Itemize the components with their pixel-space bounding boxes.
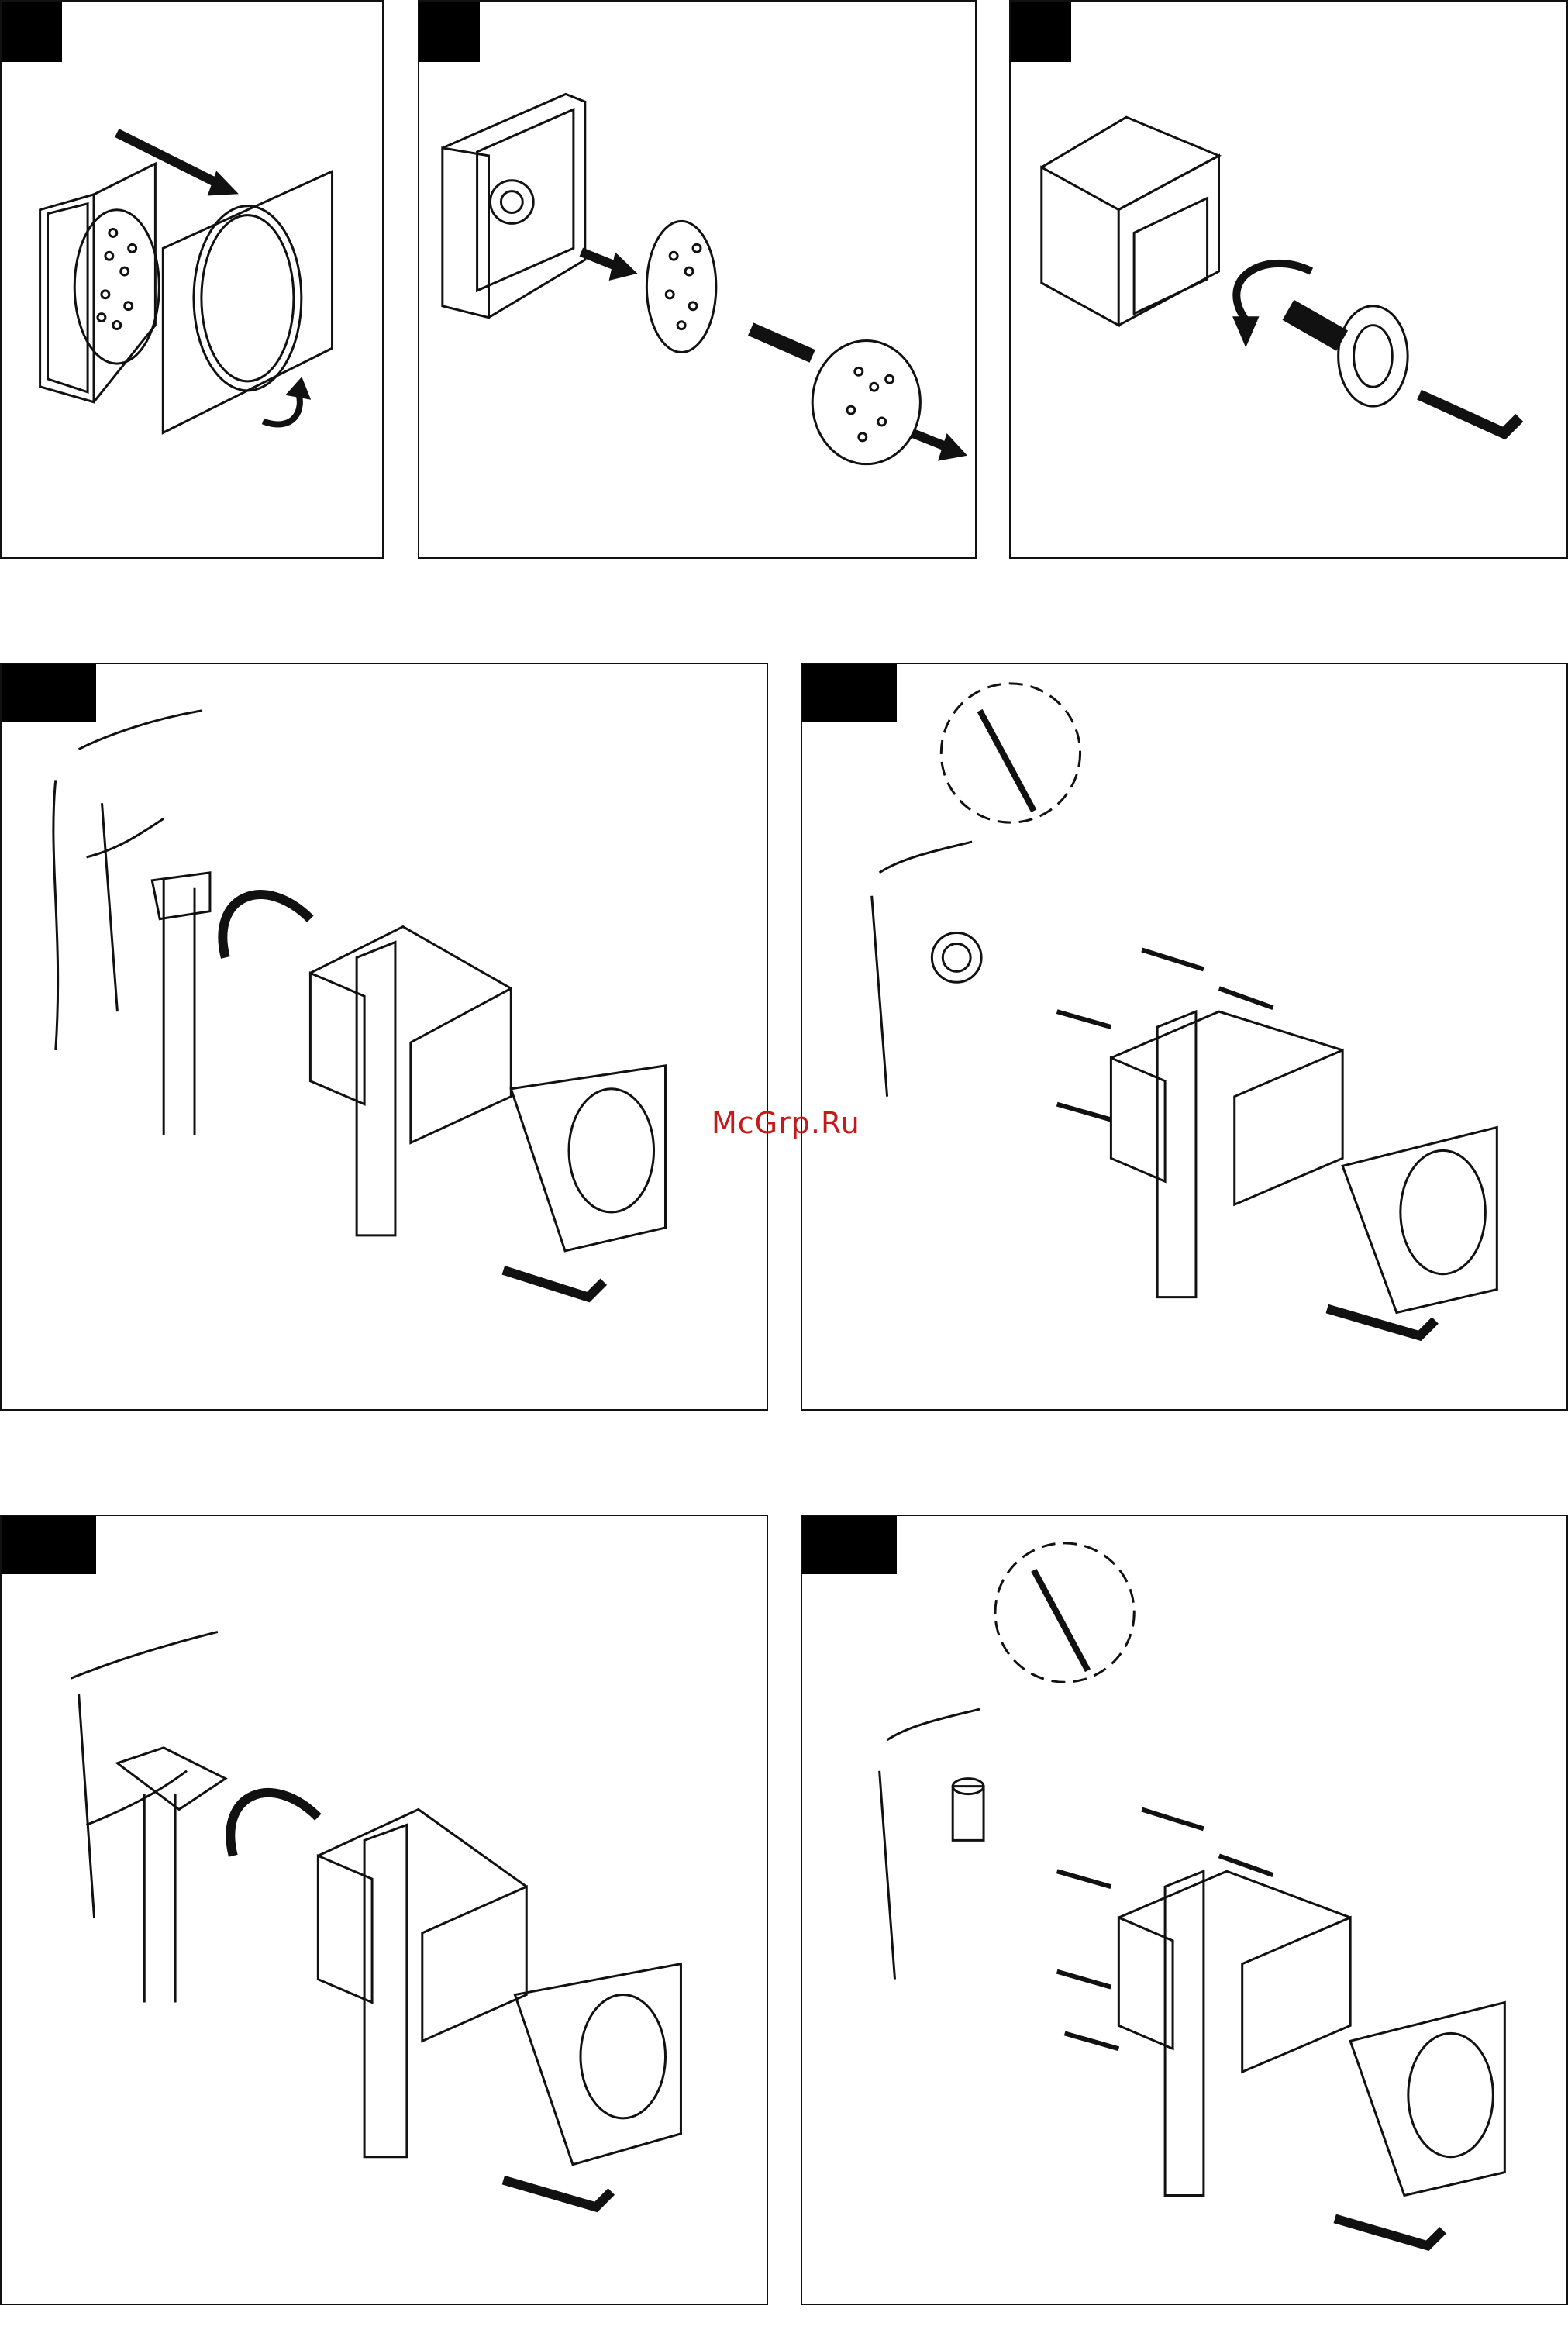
pipe-connection-illustration <box>2 664 767 1409</box>
panel-mount-box-a: McGrp.Ru <box>801 663 1568 1411</box>
support-rail-icon <box>357 943 395 1235</box>
nut-icon <box>932 933 981 983</box>
shower-head-icon <box>812 341 920 464</box>
wall-icon <box>53 711 202 1050</box>
threaded-nipple-icon <box>953 1779 984 1841</box>
shower-head-removal-illustration <box>419 2 975 557</box>
hex-key-icon <box>1419 395 1519 433</box>
hex-key-icon <box>1327 1309 1435 1336</box>
mounting-box-icon <box>310 927 511 1143</box>
hex-key-icon <box>503 2180 611 2207</box>
flange-removal-illustration <box>1011 2 1566 557</box>
protective-cap-icon <box>515 1964 681 2165</box>
protective-cap-icon <box>511 1066 665 1251</box>
panel-mount-box-b <box>801 1515 1568 2305</box>
panel-unscrew-flange <box>1009 0 1568 559</box>
mounting-box-icon <box>1118 1871 1350 2195</box>
arrow-icon <box>222 894 310 957</box>
protective-cap-icon <box>1350 2003 1504 2196</box>
mounting-frame-icon <box>40 164 156 401</box>
panel-remove-cover <box>0 0 384 559</box>
shower-head-icon <box>646 221 716 352</box>
arrow-icon <box>230 1793 318 1856</box>
pipe-elbow-icon <box>152 873 210 1135</box>
drill-detail-icon <box>995 1543 1134 1682</box>
hex-key-icon <box>503 1270 603 1297</box>
panel-connect-pipe-a <box>0 663 768 1411</box>
drill-detail-icon <box>941 684 1080 822</box>
wall-icon <box>880 1709 980 1980</box>
pipe-connection-illustration <box>2 1516 767 2304</box>
cover-removal-illustration <box>2 2 382 557</box>
panel-connect-pipe-b <box>0 1515 768 2305</box>
arrow-icon <box>117 133 309 425</box>
arrow-icon <box>912 433 965 460</box>
cartridge-icon <box>751 329 813 357</box>
mounting-box-icon <box>318 1810 526 2042</box>
protective-cap-icon <box>1342 1128 1497 1313</box>
hex-key-icon <box>1335 2218 1442 2245</box>
arrow-icon <box>581 252 636 279</box>
panel-remove-shower-head <box>418 0 977 559</box>
watermark: McGrp.Ru <box>712 1106 860 1140</box>
flange-icon <box>1288 306 1408 406</box>
box-mounting-illustration <box>802 664 1566 1409</box>
support-rail-icon <box>364 1825 407 2156</box>
mounting-box-icon <box>1111 1011 1342 1297</box>
box-mounting-illustration <box>802 1516 1566 2304</box>
mounting-box-icon <box>1042 117 1219 326</box>
pipe-elbow-icon <box>117 1748 225 2003</box>
wall-icon <box>872 842 972 1097</box>
mounting-frame-icon <box>443 94 585 317</box>
